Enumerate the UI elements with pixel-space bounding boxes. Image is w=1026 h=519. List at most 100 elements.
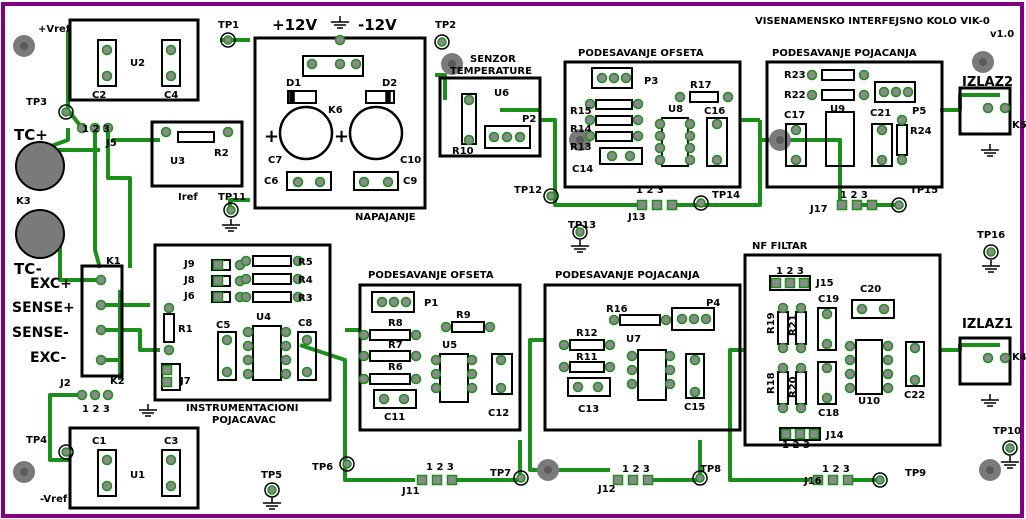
r5-label: R5 xyxy=(298,257,313,268)
c10-plus-sign: + xyxy=(334,126,349,147)
j15-label: J15 xyxy=(815,278,834,289)
u8-label: U8 xyxy=(668,104,683,115)
j12-label: J12 xyxy=(597,484,616,495)
j12-pins-label: 1 2 3 xyxy=(622,464,650,475)
j11-label: J11 xyxy=(401,486,420,497)
senzor-block xyxy=(438,76,542,158)
c5-label: C5 xyxy=(216,320,230,331)
j16-pins-label: 1 2 3 xyxy=(822,464,850,475)
tc-pos-label: TC+ xyxy=(14,126,48,144)
tp1-label: TP1 xyxy=(218,20,239,31)
k4-connector xyxy=(958,336,1012,386)
p4-label: P4 xyxy=(706,298,720,309)
tp4-label: TP4 xyxy=(26,435,47,446)
k1-label: K1 xyxy=(106,256,121,267)
board-title: VISENAMENSKO INTERFEJSNO KOLO VIK-0 xyxy=(755,16,990,27)
c7-label: C7 xyxy=(268,155,282,166)
ofset-top-title: PODESAVANJE OFSETA xyxy=(578,48,704,59)
r11-label: R11 xyxy=(576,352,598,363)
board-version: v1.0 xyxy=(990,29,1014,40)
r20-label: R20 xyxy=(788,376,799,398)
iref-block xyxy=(150,120,244,188)
napajanje-minus-label: -12V xyxy=(358,16,397,34)
u3-label: U3 xyxy=(170,156,185,167)
k4-label: K4 xyxy=(1012,352,1026,363)
c8-label: C8 xyxy=(298,318,312,329)
c9-label: C9 xyxy=(403,176,417,187)
c13-label: C13 xyxy=(578,404,599,415)
pojacanje-bottom-block xyxy=(543,283,742,432)
c20-label: C20 xyxy=(860,284,881,295)
j15-pins-label: 1 2 3 xyxy=(776,266,804,277)
tp14-label: TP14 xyxy=(712,190,740,201)
r18-label: R18 xyxy=(766,372,777,394)
senzor-title-2: TEMPERATURE xyxy=(450,66,532,77)
ofset-top-block xyxy=(563,60,742,189)
p2-label: P2 xyxy=(522,114,536,125)
j8-label: J8 xyxy=(183,275,195,286)
p5-label: P5 xyxy=(912,106,926,117)
j2-label: J2 xyxy=(59,378,71,389)
exc-neg-label: EXC- xyxy=(30,350,66,366)
u7-label: U7 xyxy=(626,334,641,345)
r10-label: R10 xyxy=(452,146,474,157)
c22-label: C22 xyxy=(904,390,925,401)
r24-label: R24 xyxy=(910,126,932,137)
p1-label: P1 xyxy=(424,298,438,309)
r21-label: R21 xyxy=(788,314,799,336)
k5-label: K5 xyxy=(1012,120,1026,131)
c15-label: C15 xyxy=(684,402,705,413)
c1-label: C1 xyxy=(92,436,106,447)
j9-label: J9 xyxy=(183,259,195,270)
c10-capacitor xyxy=(348,105,404,161)
ofset-bottom-title: PODESAVANJE OFSETA xyxy=(368,270,494,281)
tc-pos-pad xyxy=(15,141,65,191)
k5-connector xyxy=(958,86,1012,136)
d2-label: D2 xyxy=(382,78,397,89)
izlaz1-label: IZLAZ1 xyxy=(962,317,1013,332)
c14-label: C14 xyxy=(572,164,593,175)
tp10-label: TP10 xyxy=(993,426,1021,437)
vref-pos-label: +Vref xyxy=(38,24,71,35)
r9-label: R9 xyxy=(456,310,471,321)
u10-label: U10 xyxy=(858,396,880,407)
tp16-label: TP16 xyxy=(977,230,1005,241)
j5-pins-label: 1 2 3 xyxy=(82,124,110,135)
j17-label: J17 xyxy=(809,204,828,215)
r14-label: R14 xyxy=(570,124,592,135)
sense-neg-label: SENSE- xyxy=(12,325,69,341)
j14-label: J14 xyxy=(825,430,844,441)
traces xyxy=(39,30,1000,482)
j7-label: J7 xyxy=(179,376,191,387)
c12-label: C12 xyxy=(488,408,509,419)
r23-label: R23 xyxy=(784,70,806,81)
j13-label: J13 xyxy=(627,212,646,223)
u2-label: U2 xyxy=(130,58,145,69)
k1-connector xyxy=(80,264,124,378)
napajanje-plus-label: +12V xyxy=(272,16,317,34)
tp15-label: TP15 xyxy=(910,185,938,196)
r16-label: R16 xyxy=(606,304,628,315)
tp12-label: TP12 xyxy=(514,185,542,196)
r19-label: R19 xyxy=(766,312,777,334)
r2-label: R2 xyxy=(214,148,229,159)
r4-label: R4 xyxy=(298,275,313,286)
c6-label: C6 xyxy=(264,176,278,187)
r3-label: R3 xyxy=(298,293,313,304)
k2-label: K2 xyxy=(110,376,125,387)
pojacanje-top-title: PODESAVANJE POJACANJA xyxy=(772,48,917,59)
r6-label: R6 xyxy=(388,362,403,373)
tp3-label: TP3 xyxy=(26,97,47,108)
j14-pins-label: 1 2 3 xyxy=(782,440,810,451)
instrumentacioni-title-1: INSTRUMENTACIONI xyxy=(186,403,299,414)
vref-pos-block xyxy=(68,18,200,102)
j11-pins-label: 1 2 3 xyxy=(426,462,454,473)
k3-label: K3 xyxy=(16,196,31,207)
vref-neg-block xyxy=(68,426,200,510)
j6-label: J6 xyxy=(183,291,195,302)
nf-filtar-block xyxy=(743,253,942,447)
tc-neg-label: TC- xyxy=(14,260,42,278)
j2-pins-label: 1 2 3 xyxy=(82,404,110,415)
j13-pins-label: 1 2 3 xyxy=(636,185,664,196)
